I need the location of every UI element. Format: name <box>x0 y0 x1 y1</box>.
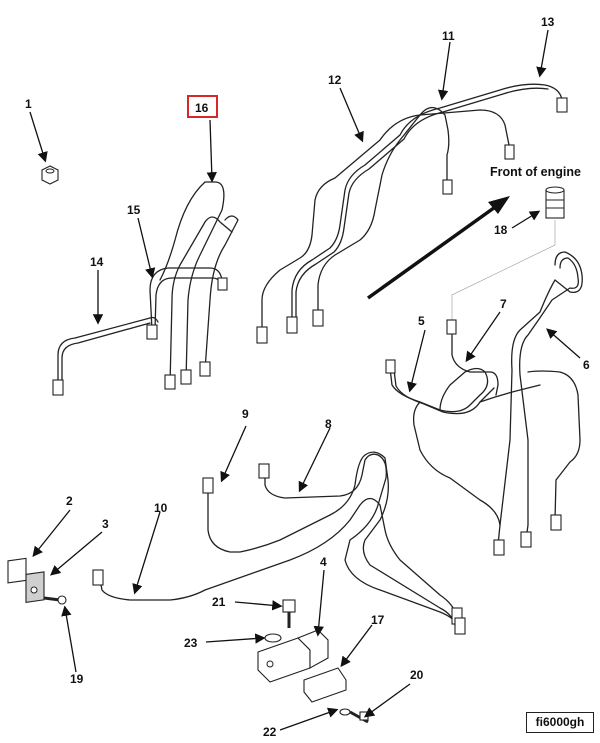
fuel-line-14 <box>52 316 159 396</box>
part-nut-1 <box>41 165 59 185</box>
figure-id-label: fi6000gh <box>526 712 594 733</box>
alignment-line <box>451 220 556 320</box>
callout-9: 9 <box>242 407 249 421</box>
callout-4: 4 <box>320 555 327 569</box>
callout-19: 19 <box>70 672 84 686</box>
callout-labels: 1 2 3 4 5 6 7 8 9 10 11 12 13 14 15 16 1… <box>25 15 590 739</box>
callout-15: 15 <box>127 203 141 217</box>
callout-23: 23 <box>184 636 198 650</box>
clamp-assembly-2-3-19 <box>7 557 67 605</box>
callout-5: 5 <box>418 314 425 328</box>
callout-18: 18 <box>494 223 508 237</box>
callout-2: 2 <box>66 494 73 508</box>
callout-6: 6 <box>583 358 590 372</box>
fuel-lines-5-7 <box>385 319 541 526</box>
fuel-line-15 <box>146 267 228 340</box>
callout-21: 21 <box>212 595 226 609</box>
callout-14: 14 <box>90 255 104 269</box>
callout-8: 8 <box>325 417 332 431</box>
callout-3: 3 <box>102 517 109 531</box>
callout-20: 20 <box>410 668 424 682</box>
highlight-box <box>187 95 218 118</box>
leader-lines <box>29 29 581 731</box>
fuel-line-6 <box>493 251 583 556</box>
callout-7: 7 <box>500 297 507 311</box>
front-of-engine-arrow <box>366 196 510 300</box>
part-fitting-18 <box>545 186 565 219</box>
fuel-lines-11-12-13 <box>256 83 568 344</box>
bracket-assembly <box>257 599 369 724</box>
callout-13: 13 <box>541 15 555 29</box>
callout-10: 10 <box>154 501 168 515</box>
callout-16: 16 <box>195 101 209 115</box>
callout-22: 22 <box>263 725 277 739</box>
callout-17: 17 <box>371 613 385 627</box>
fuel-lines-8-9-10 <box>92 451 466 635</box>
callout-11: 11 <box>442 29 455 43</box>
front-of-engine-label: Front of engine <box>490 165 581 179</box>
callout-12: 12 <box>328 73 342 87</box>
callout-1: 1 <box>25 97 32 111</box>
